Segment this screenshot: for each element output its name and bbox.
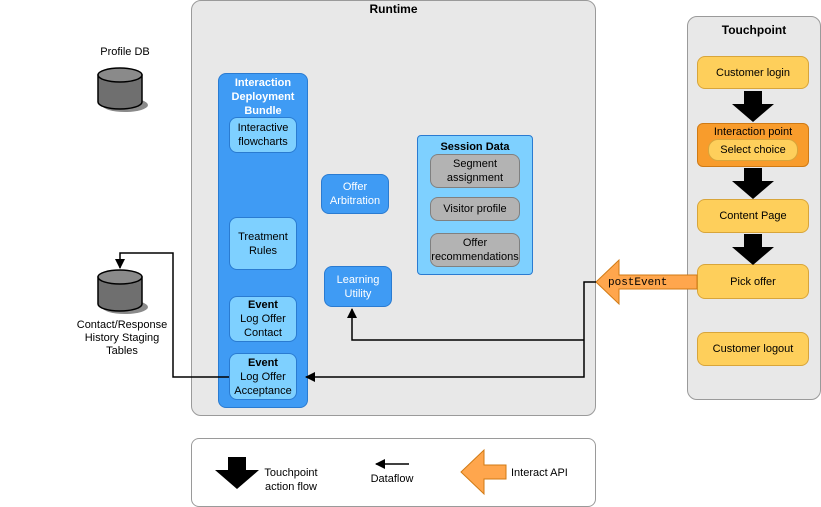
legend-touchpoint-arrow-icon xyxy=(215,457,259,489)
runtime-title: Runtime xyxy=(369,2,418,16)
legend-interact-api-arrow-icon xyxy=(460,448,507,496)
profile-db-label: Profile DB xyxy=(100,46,150,58)
interactive-flowcharts: Interactive flowcharts xyxy=(229,117,297,153)
dataflow-connector xyxy=(115,252,596,382)
touchpoint-flow-arrow xyxy=(732,168,774,199)
session-data-title: Session Data xyxy=(440,141,510,153)
contact-db-icon xyxy=(97,269,148,314)
offer-arbitration: Offer Arbitration xyxy=(321,174,389,214)
content-page: Content Page xyxy=(697,199,809,233)
contact-db-label: Contact/Response History Staging Tables xyxy=(76,319,168,357)
segment-assignment: Segment assignment xyxy=(430,154,520,188)
touchpoint-title: Touchpoint xyxy=(721,23,787,37)
customer-logout: Customer logout xyxy=(697,332,809,366)
bundle-title: Interaction Deployment Bundle xyxy=(231,77,295,117)
event-log-offer-acceptance: Event Log Offer Acceptance xyxy=(229,353,297,400)
touchpoint-flow-arrow xyxy=(732,91,774,122)
legend-touchpoint-flow-label: Touchpoint action flow xyxy=(264,467,318,493)
legend-interact-api-label: Interact API xyxy=(511,467,568,479)
legend-dataflow-label: Dataflow xyxy=(370,473,414,485)
interact-api-arrow xyxy=(595,258,698,306)
learning-utility: Learning Utility xyxy=(324,266,392,307)
post-event-label: postEvent xyxy=(608,277,668,289)
visitor-profile: Visitor profile xyxy=(430,197,520,221)
customer-login: Customer login xyxy=(697,56,809,89)
profile-db-icon xyxy=(97,67,148,112)
legend-panel xyxy=(191,438,596,507)
touchpoint-flow-arrow xyxy=(732,234,774,265)
select-choice: Select choice xyxy=(708,139,798,161)
event-log-offer-contact: Event Log Offer Contact xyxy=(229,296,297,342)
offer-recommendations: Offer recommendations xyxy=(430,233,520,267)
treatment-rules: Treatment Rules xyxy=(229,217,297,270)
interaction-point-label: Interaction point xyxy=(713,126,793,138)
